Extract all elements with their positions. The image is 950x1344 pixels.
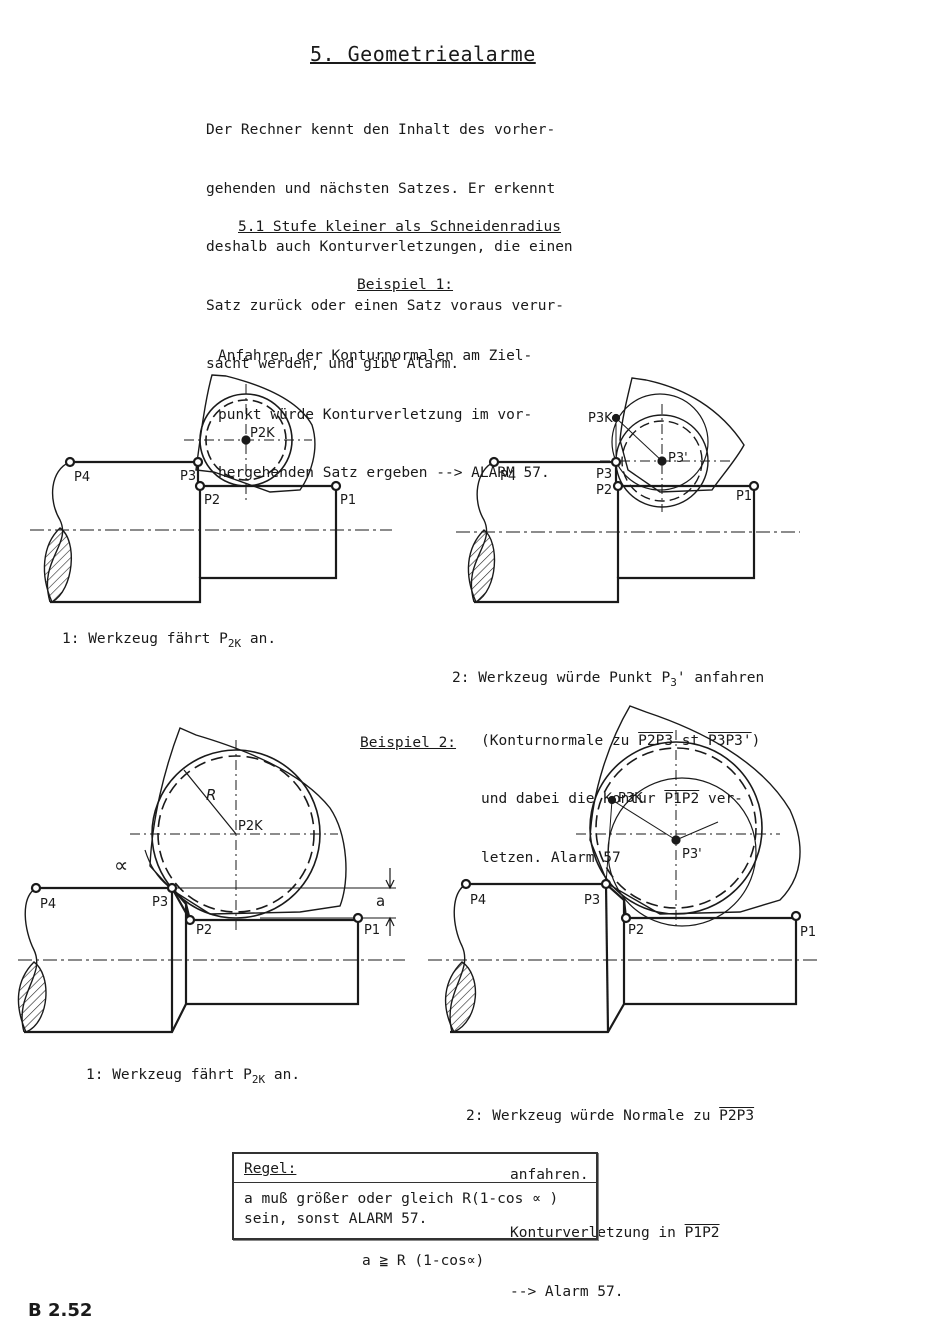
rule-line-1: a muß größer oder gleich R(1-cos ∝ )	[244, 1191, 559, 1207]
example1-text-line: punkt würde Konturverletzung im vor-	[218, 406, 533, 423]
fig1-label-p2k: P2K	[250, 426, 275, 441]
caption-text: 2: Werkzeug würde Punkt P	[452, 670, 671, 686]
example1-text-line: hergehenden Satz ergeben --> ALARM 57.	[218, 465, 550, 481]
page-code: B 2.52	[28, 1300, 93, 1321]
caption-segment: P1P2	[664, 791, 700, 807]
fig1-label-p3: P3	[180, 469, 196, 484]
caption-text: ' anfahren	[676, 670, 765, 686]
figure-ex2-right	[428, 705, 818, 1034]
intro-line: deshalb auch Konturverletzungen, die ein…	[206, 239, 573, 255]
section-heading: 5.1 Stufe kleiner als Schneidenradius	[238, 219, 562, 235]
fig2-label-p3prime: P3'	[668, 451, 688, 466]
example2-caption-1: 1: Werkzeug fährt P2K an.	[86, 1066, 300, 1090]
intro-line: Der Rechner kennt den Inhalt des vorher-	[206, 122, 556, 138]
example1-text-line: Anfahren der Konturnormalen am Ziel-	[218, 348, 533, 364]
figure-ex1-right	[456, 377, 800, 604]
example1-caption-2: 2: Werkzeug würde Punkt P3' anfahren (Ko…	[452, 630, 764, 888]
fig4-label-p3: P3	[584, 893, 600, 908]
fig3-label-p3: P3	[152, 895, 168, 910]
example1-heading: Beispiel 1:	[357, 277, 454, 293]
caption-subscript: 3	[670, 676, 677, 689]
fig2-label-p3: P3	[596, 467, 612, 482]
caption-line: anfahren.	[510, 1166, 589, 1183]
fig3-label-p2k: P2K	[238, 819, 263, 834]
fig2-label-p1: P1	[736, 489, 752, 504]
caption-line: 2: Werkzeug würde Punkt P3' anfahren	[452, 669, 764, 693]
caption-text: ver-	[699, 791, 743, 807]
caption-text: 2: Werkzeug würde Normale zu	[466, 1108, 720, 1124]
fig4-label-p3k: P3K	[618, 791, 643, 806]
fig2-label-p4: P4	[500, 469, 516, 484]
caption-text: )	[751, 732, 761, 749]
fig4-label-p4: P4	[470, 893, 486, 908]
fig2-label-p2: P2	[596, 483, 612, 498]
rule-divider	[234, 1182, 596, 1183]
caption-segment: P3P3'	[707, 732, 752, 749]
fig3-label-a: a	[376, 892, 385, 910]
intro-line: Satz zurück oder einen Satz voraus verur…	[206, 297, 564, 314]
fig3-label-p2: P2	[196, 923, 212, 938]
caption-text: und dabei die Kontur	[481, 791, 665, 807]
intro-line: sacht werden, und gibt Alarm.	[206, 356, 460, 372]
caption-text: an.	[241, 631, 277, 647]
figure-ex1-left	[30, 374, 392, 604]
caption-segment: P2P3	[638, 732, 674, 749]
caption-text: st	[673, 732, 708, 749]
page-title: 5. Geometriealarme	[310, 42, 536, 66]
caption-line: --> Alarm 57.	[510, 1283, 624, 1300]
intro-paragraph: Der Rechner kennt den Inhalt des vorher-…	[206, 82, 573, 394]
caption-line: letzen. Alarm 57	[481, 849, 621, 866]
caption-subscript: 2K	[251, 1073, 266, 1086]
example1-text: Anfahren der Konturnormalen am Ziel- pun…	[218, 308, 550, 503]
fig1-label-p2: P2	[204, 493, 220, 508]
caption-line: Konturverletzung in P1P2	[466, 1224, 754, 1244]
caption-text: an.	[265, 1067, 301, 1083]
caption-line: und dabei die Kontur P1P2 ver-	[452, 790, 764, 810]
caption-text: Konturverletzung in	[510, 1225, 685, 1241]
figure-ex2-left	[17, 727, 405, 1034]
caption-segment: P1P2	[684, 1225, 720, 1241]
example1-caption-1: 1: Werkzeug fährt P2K an.	[62, 630, 276, 654]
intro-line: gehenden und nächsten Satzes. Er erkennt	[206, 180, 556, 197]
fig3-label-radius: R	[206, 786, 216, 804]
fig4-label-p3prime: P3'	[682, 847, 702, 862]
caption-segment: P2P3	[719, 1108, 755, 1124]
caption-text: 1: Werkzeug fährt P	[62, 631, 228, 647]
fig1-label-p1: P1	[340, 493, 356, 508]
fig4-label-p1: P1	[800, 925, 816, 940]
caption-subscript: 2K	[227, 637, 242, 650]
caption-line: 2: Werkzeug würde Normale zu P2P3	[466, 1107, 754, 1127]
rule-heading: Regel:	[244, 1161, 297, 1177]
rule-line-2: sein, sonst ALARM 57.	[244, 1211, 428, 1227]
example2-caption-2: 2: Werkzeug würde Normale zu P2P3 anfahr…	[466, 1068, 754, 1322]
example2-heading: Beispiel 2:	[360, 735, 457, 751]
fig2-label-p3k: P3K	[588, 411, 613, 426]
caption-text: 1: Werkzeug fährt P	[86, 1067, 252, 1083]
fig3-label-alpha: ∝	[114, 853, 128, 877]
fig1-label-p4: P4	[74, 470, 90, 485]
fig3-label-p1: P1	[364, 923, 380, 938]
caption-text: (Konturnormale zu	[481, 732, 639, 749]
rule-formula: a ≧ R (1-cos∝)	[362, 1253, 485, 1269]
fig4-label-p2: P2	[628, 923, 644, 938]
rule-box: Regel: a muß größer oder gleich R(1-cos …	[232, 1152, 598, 1240]
fig3-label-p4: P4	[40, 897, 56, 912]
caption-line: (Konturnormale zu P2P3 st P3P3')	[452, 732, 764, 752]
